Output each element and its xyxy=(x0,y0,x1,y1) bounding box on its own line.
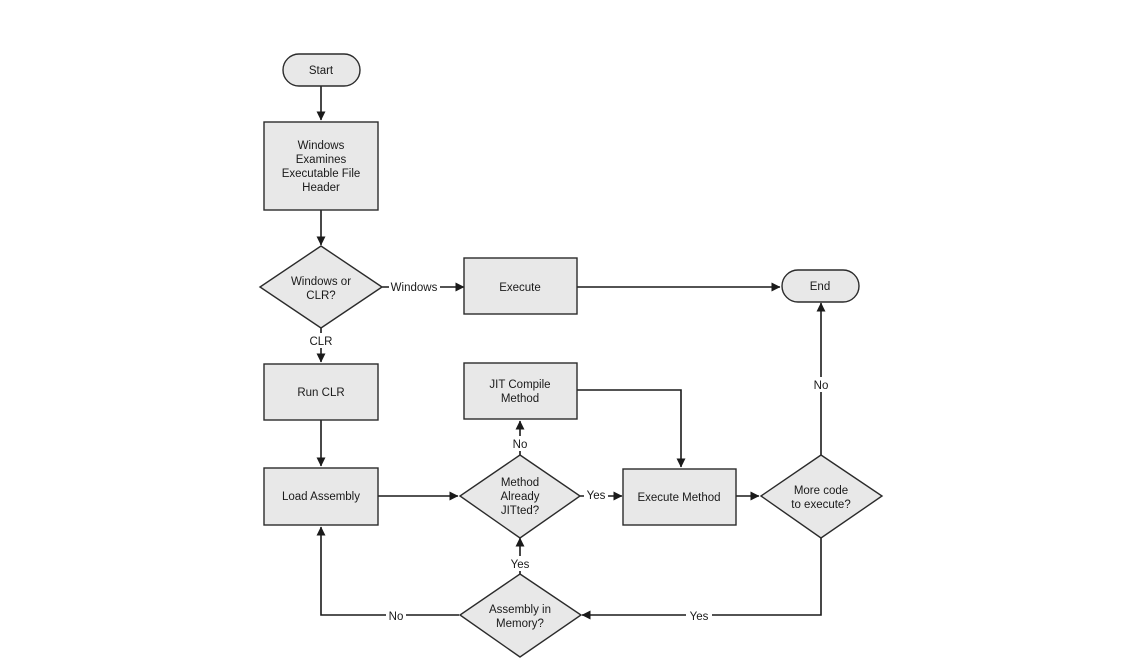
node-run-clr: Run CLR xyxy=(263,363,379,421)
edge-label-yes-jitted: Yes xyxy=(587,490,606,502)
edge-label-yes-memory: Yes xyxy=(511,559,530,571)
decision-method-jitted-label-3: JITted? xyxy=(501,505,539,517)
edge-jit-to-execute-method xyxy=(577,389,686,468)
node-load-assembly-label: Load Assembly xyxy=(282,491,360,503)
decision-more-code-label-1: More code xyxy=(794,485,848,497)
edge-labels: Windows CLR No Yes No Yes Yes No xyxy=(307,279,831,623)
node-start: Start xyxy=(282,53,361,87)
edge-more-to-memory xyxy=(581,538,822,620)
node-start-label: Start xyxy=(309,65,334,77)
node-execute-method: Execute Method xyxy=(622,468,737,526)
edge-label-no-end: No xyxy=(814,380,829,392)
edge-label-no-jit: No xyxy=(513,439,528,451)
edge-label-windows: Windows xyxy=(391,282,438,294)
node-execute-label: Execute xyxy=(499,282,541,294)
node-examine-label-1: Windows xyxy=(298,140,345,152)
edge-memory-to-load xyxy=(316,526,459,616)
edge-label-no-memory: No xyxy=(389,611,404,623)
node-examine-header: Windows Examines Executable File Header xyxy=(263,121,379,211)
decision-method-jitted: Method Already JITted? xyxy=(458,454,582,539)
edge-label-yes-more: Yes xyxy=(690,611,709,623)
node-execute-method-label: Execute Method xyxy=(637,492,720,504)
decision-more-code: More code to execute? xyxy=(759,454,884,539)
node-load-assembly: Load Assembly xyxy=(263,467,379,526)
node-end: End xyxy=(781,269,860,303)
decision-windows-or-clr-label-2: CLR? xyxy=(306,290,335,302)
decision-method-jitted-label-1: Method xyxy=(501,477,539,489)
decision-more-code-label-2: to execute? xyxy=(791,499,850,511)
node-jit-compile-label-2: Method xyxy=(501,393,539,405)
node-run-clr-label: Run CLR xyxy=(297,387,344,399)
decision-method-jitted-label-2: Already xyxy=(501,491,540,503)
decision-assembly-in-memory: Assembly in Memory? xyxy=(458,573,583,658)
node-execute: Execute xyxy=(463,257,578,315)
node-examine-label-3: Executable File xyxy=(282,168,361,180)
decision-windows-or-clr-label-1: Windows or xyxy=(291,276,351,288)
decision-assembly-in-memory-label-2: Memory? xyxy=(496,618,544,630)
node-end-label: End xyxy=(810,281,830,293)
node-jit-compile-label-1: JIT Compile xyxy=(489,379,550,391)
node-examine-label-2: Examines xyxy=(296,154,347,166)
connectors xyxy=(316,86,826,620)
node-examine-label-4: Header xyxy=(302,182,340,194)
decision-assembly-in-memory-label-1: Assembly in xyxy=(489,604,551,616)
decision-windows-or-clr: Windows or CLR? xyxy=(258,245,384,329)
node-jit-compile: JIT Compile Method xyxy=(463,362,578,420)
edge-label-clr: CLR xyxy=(309,336,332,348)
